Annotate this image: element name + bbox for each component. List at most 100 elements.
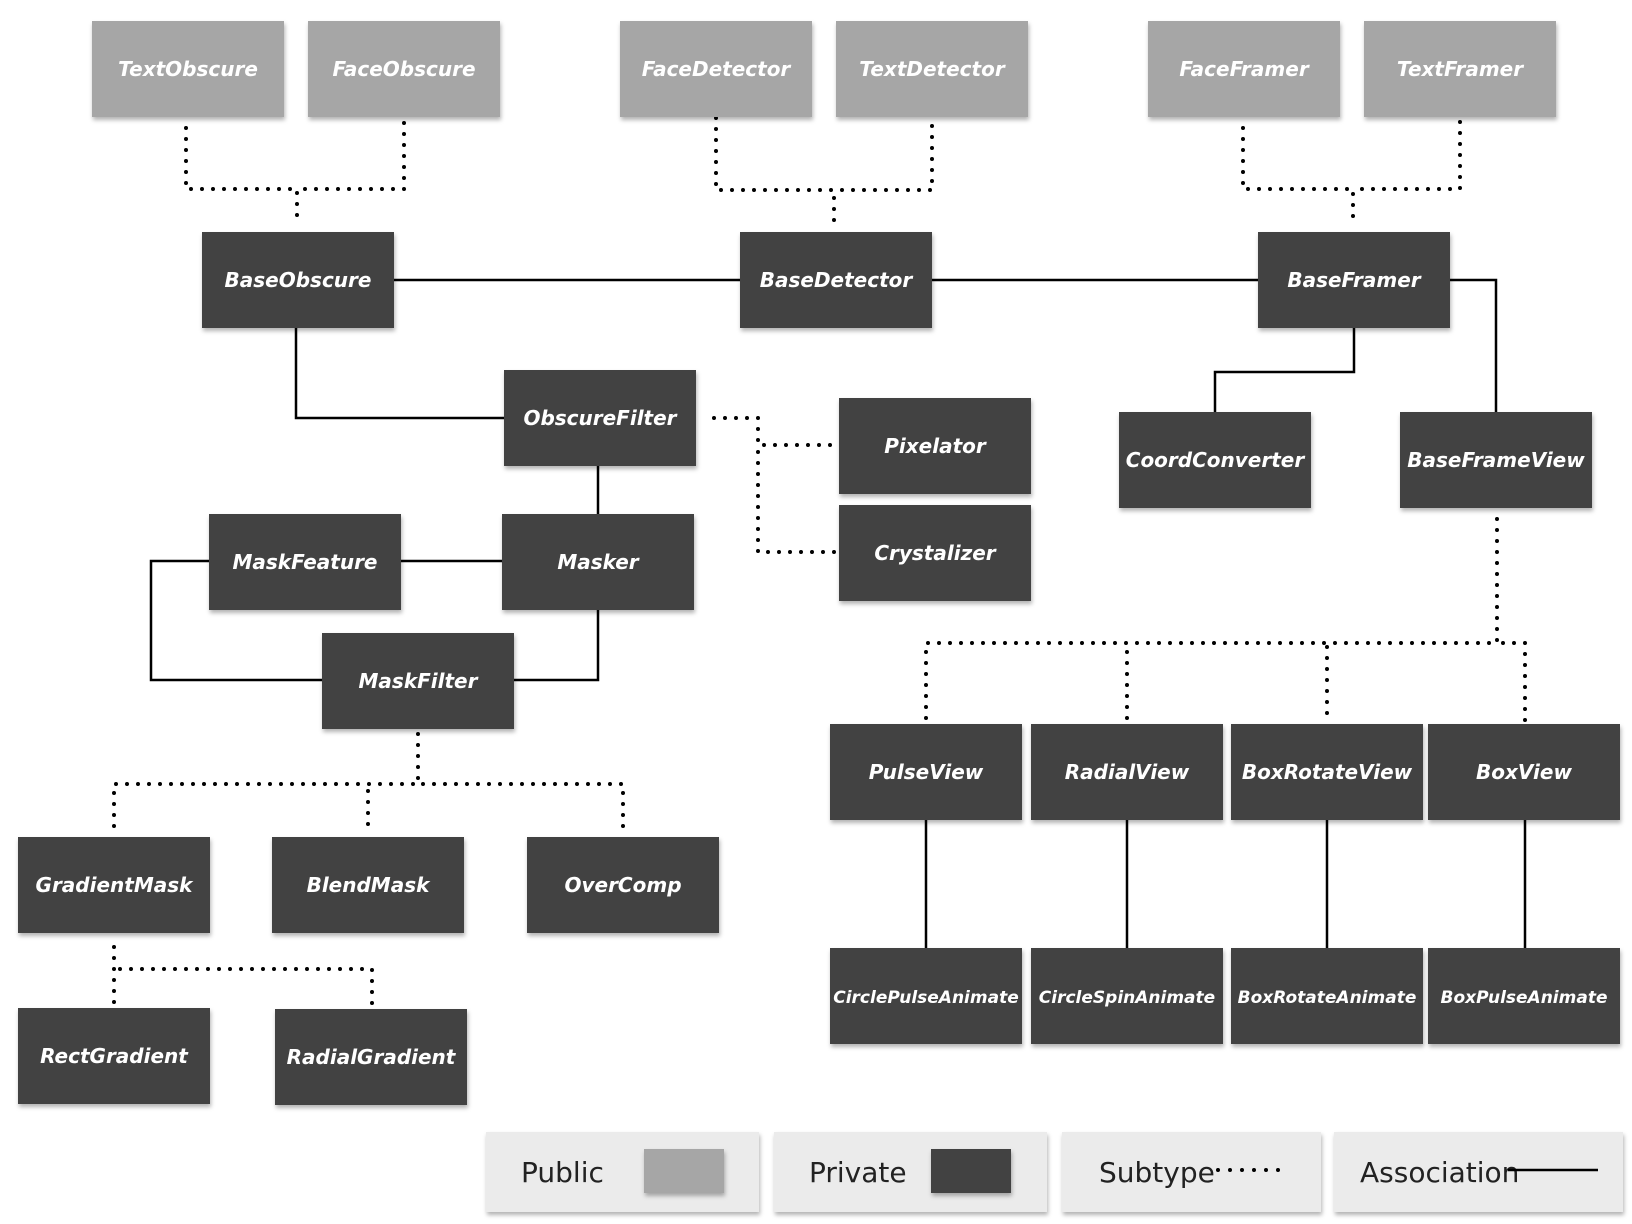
node-box-obscurefilter xyxy=(504,370,696,466)
node-gradientmask: GradientMask xyxy=(18,837,210,933)
node-box-circlespinanimate xyxy=(1031,948,1223,1044)
node-label-pixelator: Pixelator xyxy=(884,434,987,458)
legend-subtype: Subtype xyxy=(1062,1132,1321,1212)
legend: Public Private Subtype Association xyxy=(486,1132,1623,1212)
node-box-maskfeature xyxy=(209,514,401,610)
subtype-edge-gradientmask-maskfilter xyxy=(112,727,420,828)
node-box-basedetector xyxy=(740,232,932,328)
node-maskfeature: MaskFeature xyxy=(209,514,401,610)
node-label-basedetector: BaseDetector xyxy=(760,268,914,292)
node-maskfilter: MaskFilter xyxy=(322,633,514,729)
node-box-circlepulseanimate xyxy=(830,948,1022,1044)
node-box-baseframeview xyxy=(1400,412,1592,508)
node-box-masker xyxy=(502,514,694,610)
node-box-blendmask xyxy=(272,837,464,933)
node-label-circlespinanimate: CircleSpinAnimate xyxy=(1039,988,1215,1008)
node-box-faceframer xyxy=(1148,21,1340,117)
node-label-maskfilter: MaskFilter xyxy=(359,669,479,693)
node-basedetector: BaseDetector xyxy=(740,232,932,328)
node-box-crystalizer xyxy=(839,505,1031,601)
node-box-baseframer xyxy=(1258,232,1450,328)
node-label-baseframer: BaseFramer xyxy=(1287,268,1421,292)
node-blendmask: BlendMask xyxy=(272,837,464,933)
node-box-radialview xyxy=(1031,724,1223,820)
node-masker: Masker xyxy=(502,514,694,610)
node-label-rectgradient: RectGradient xyxy=(40,1044,189,1068)
node-box-boxpulseanimate xyxy=(1428,948,1620,1044)
legend-panel xyxy=(1062,1132,1321,1212)
node-box-coordconverter xyxy=(1119,412,1311,508)
association-edge-baseobscure-obscurefilter xyxy=(294,328,504,420)
association-edge-baseframer-baseframeview xyxy=(1450,278,1498,412)
subtype-edge-textdetector-basedetector xyxy=(832,124,934,192)
node-label-facedetector: FaceDetector xyxy=(642,57,792,81)
node-boxpulseanimate: BoxPulseAnimate xyxy=(1428,948,1620,1044)
node-label-boxrotateanimate: BoxRotateAnimate xyxy=(1238,988,1417,1008)
node-box-overcomp xyxy=(527,837,719,933)
node-baseframer: BaseFramer xyxy=(1258,232,1450,328)
subtype-edge-facedetector-basedetector xyxy=(714,116,836,224)
node-faceobscure: FaceObscure xyxy=(308,21,500,117)
association-edge-baseframer-coordconverter xyxy=(1213,328,1356,412)
legend-subtype-label: Subtype xyxy=(1099,1156,1215,1189)
node-radialview: RadialView xyxy=(1031,724,1223,820)
node-circlepulseanimate: CirclePulseAnimate xyxy=(830,948,1022,1044)
node-label-radialview: RadialView xyxy=(1065,760,1190,784)
node-label-gradientmask: GradientMask xyxy=(36,873,195,897)
node-boxrotateview: BoxRotateView xyxy=(1231,724,1423,820)
legend-panel xyxy=(1334,1132,1623,1212)
node-label-textframer: TextFramer xyxy=(1397,57,1524,81)
node-box-baseobscure xyxy=(202,232,394,328)
association-edge-masker-maskfilter xyxy=(514,610,600,682)
node-label-radialgradient: RadialGradient xyxy=(287,1045,457,1069)
node-label-boxview: BoxView xyxy=(1476,760,1572,784)
node-label-blendmask: BlendMask xyxy=(307,873,432,897)
node-label-circlepulseanimate: CirclePulseAnimate xyxy=(833,988,1018,1008)
node-box-faceobscure xyxy=(308,21,500,117)
node-box-boxrotateview xyxy=(1231,724,1423,820)
node-label-boxrotateview: BoxRotateView xyxy=(1242,760,1413,784)
node-label-overcomp: OverComp xyxy=(564,873,681,897)
node-box-rectgradient xyxy=(18,1008,210,1104)
subtype-edge-radialgradient-gradientmask xyxy=(112,967,374,1005)
node-box-boxrotateanimate xyxy=(1231,948,1423,1044)
node-label-textobscure: TextObscure xyxy=(118,57,258,81)
node-coordconverter: CoordConverter xyxy=(1119,412,1311,508)
node-label-baseframeview: BaseFrameView xyxy=(1407,448,1585,472)
legend-private-label: Private xyxy=(809,1156,907,1189)
node-box-maskfilter xyxy=(322,633,514,729)
subtype-edge-textframer-baseframer xyxy=(1351,120,1462,191)
subtype-edge-faceframer-baseframer xyxy=(1241,126,1355,228)
node-label-masker: Masker xyxy=(557,550,639,574)
subtype-edge-textobscure-baseobscure xyxy=(184,126,299,228)
node-baseobscure: BaseObscure xyxy=(202,232,394,328)
node-pulseview: PulseView xyxy=(830,724,1022,820)
node-label-boxpulseanimate: BoxPulseAnimate xyxy=(1441,988,1608,1008)
node-boxview: BoxView xyxy=(1428,724,1620,820)
node-box-textdetector xyxy=(836,21,1028,117)
node-faceframer: FaceFramer xyxy=(1148,21,1340,117)
subtype-edge-crystalizer-obscurefilter xyxy=(756,443,836,554)
node-facedetector: FaceDetector xyxy=(620,21,812,117)
node-box-textframer xyxy=(1364,21,1556,117)
node-box-facedetector xyxy=(620,21,812,117)
node-box-radialgradient xyxy=(275,1009,467,1105)
subtype-edge-pixelator-obscurefilter xyxy=(704,416,832,447)
node-textdetector: TextDetector xyxy=(836,21,1028,117)
node-pixelator: Pixelator xyxy=(839,398,1031,494)
node-label-maskfeature: MaskFeature xyxy=(233,550,378,574)
node-circlespinanimate: CircleSpinAnimate xyxy=(1031,948,1223,1044)
node-label-textdetector: TextDetector xyxy=(859,57,1006,81)
node-textframer: TextFramer xyxy=(1364,21,1556,117)
node-box-gradientmask xyxy=(18,837,210,933)
node-label-coordconverter: CoordConverter xyxy=(1126,448,1306,472)
node-boxrotateanimate: BoxRotateAnimate xyxy=(1231,948,1423,1044)
node-overcomp: OverComp xyxy=(527,837,719,933)
subtype-edge-faceobscure-baseobscure xyxy=(295,121,406,191)
legend-public-swatch xyxy=(644,1149,724,1193)
node-label-obscurefilter: ObscureFilter xyxy=(523,406,677,430)
node-label-faceframer: FaceFramer xyxy=(1179,57,1310,81)
node-box-boxview xyxy=(1428,724,1620,820)
node-crystalizer: Crystalizer xyxy=(839,505,1031,601)
node-label-faceobscure: FaceObscure xyxy=(332,57,475,81)
